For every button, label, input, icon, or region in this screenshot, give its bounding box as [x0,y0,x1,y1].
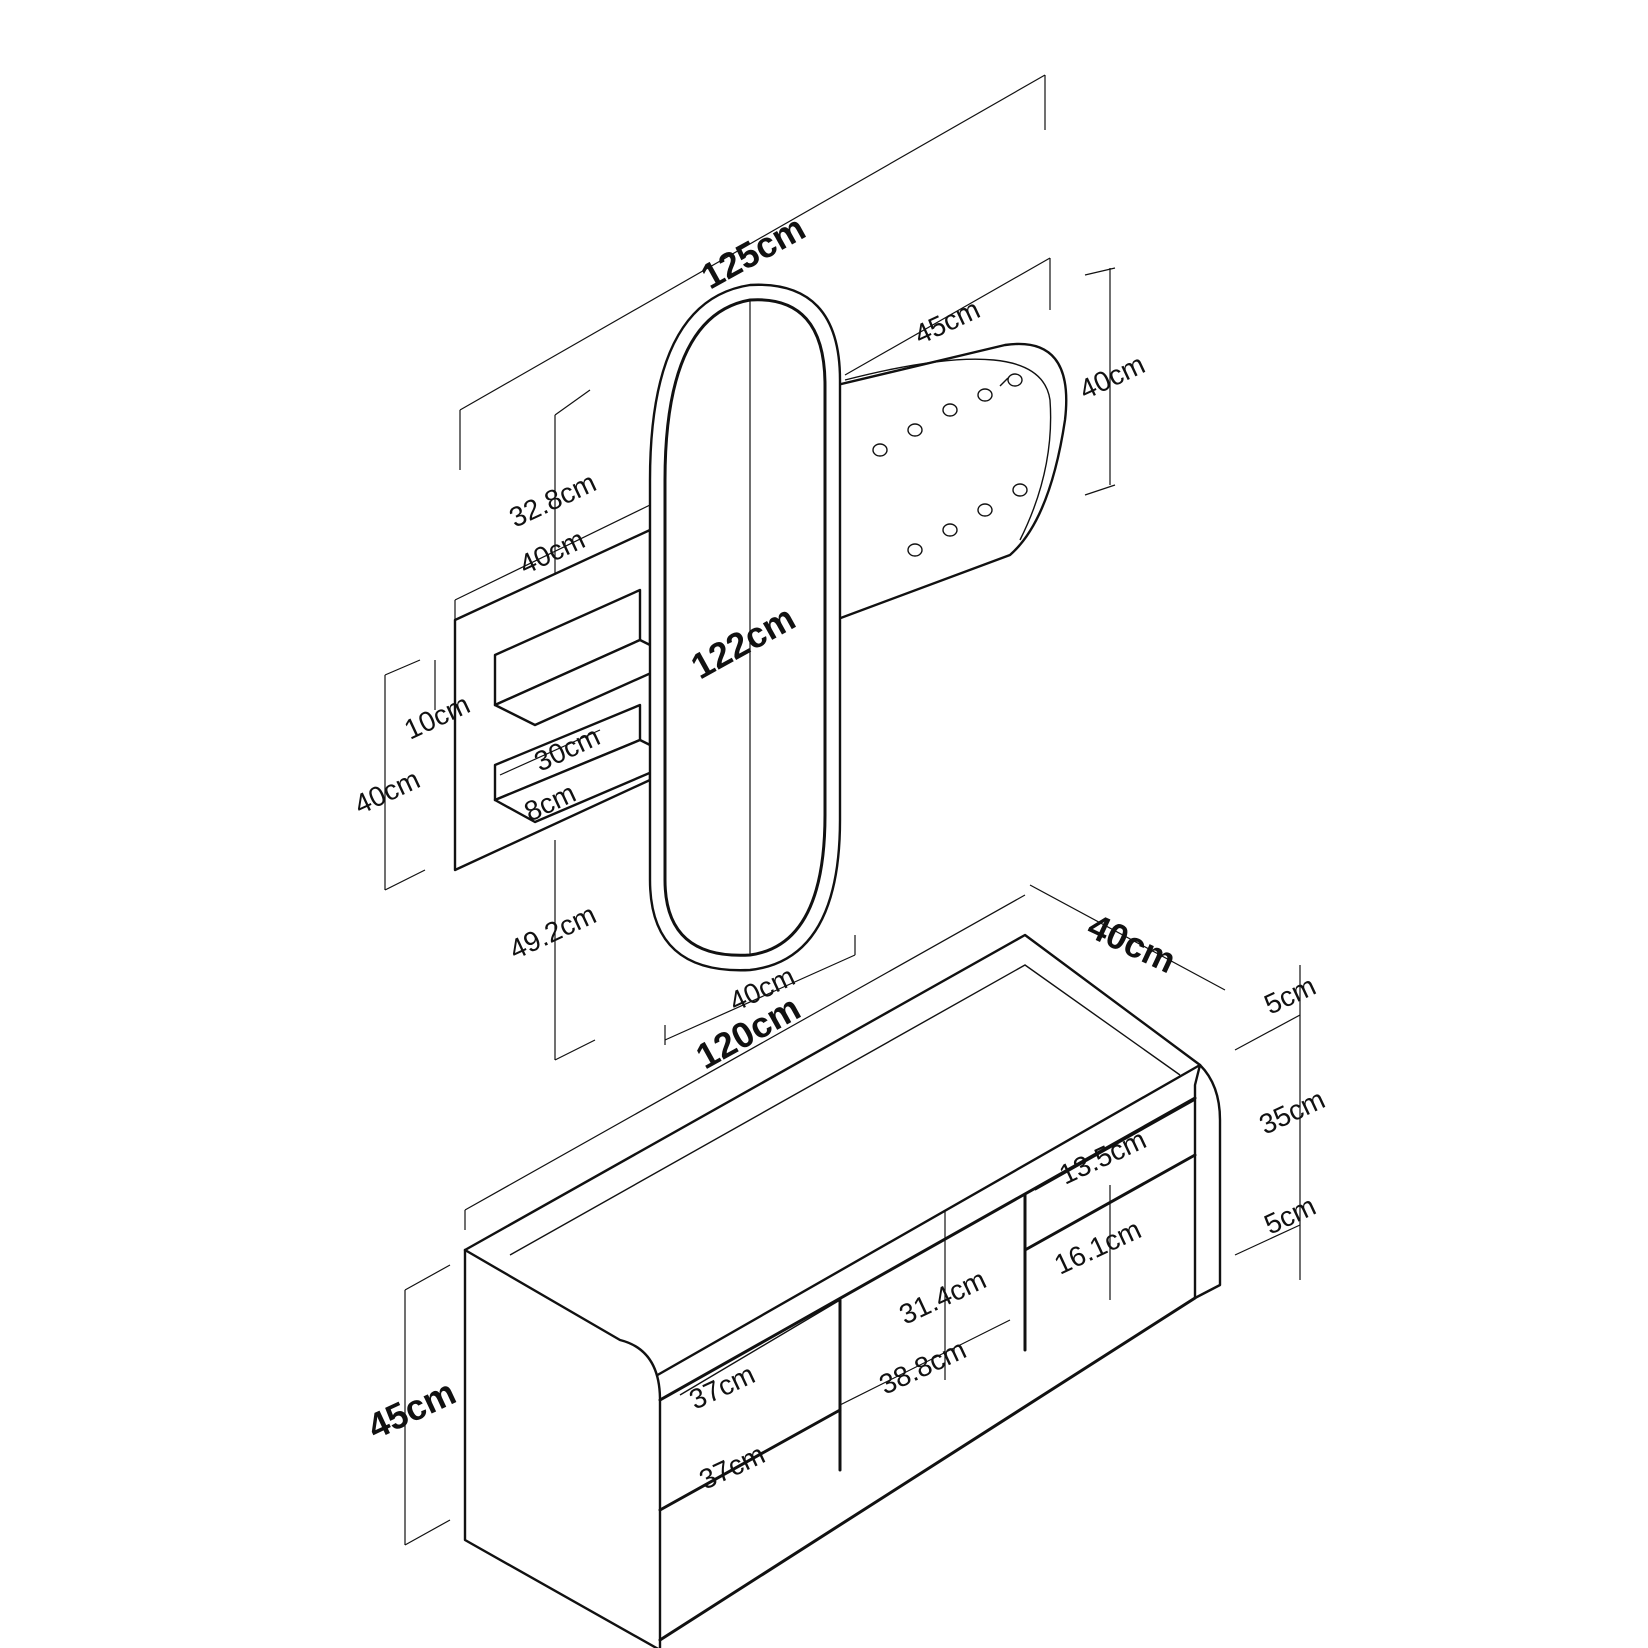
right-lower-compartment-label: 16.1cm [1049,1214,1145,1281]
left-lower-compartment-label: 37cm [694,1438,769,1495]
hook-panel [793,342,1068,637]
left-upper-compartment-label: 37cm [684,1358,759,1415]
bench-dimension-lines [404,884,1301,1546]
coat-hook-icons [872,373,1028,557]
oval-mirror [648,283,842,972]
wall-dimension-lines [384,74,1116,1061]
shelf-offset-top-label: 32.8cm [504,467,600,534]
base-thickness-label: 5cm [1259,1190,1320,1240]
shoe-bench [463,933,1222,1648]
bench-height-label: 45cm [361,1371,462,1447]
hook-panel-width-label: 45cm [909,293,984,350]
shelf-offset-bottom-label: 49.2cm [504,899,600,966]
hook-panel-height-label: 40cm [1074,348,1149,405]
top-thickness-label: 5cm [1259,970,1320,1020]
middle-compartment-height-label: 31.4cm [894,1264,990,1331]
shelf-panel [453,528,682,872]
inner-height-label: 35cm [1254,1083,1329,1140]
bench-depth-label: 40cm [1082,905,1183,981]
shelf-panel-height-label: 40cm [349,763,424,820]
overall-width-label: 125cm [694,207,812,297]
middle-compartment-width-label: 38.8cm [874,1334,970,1401]
